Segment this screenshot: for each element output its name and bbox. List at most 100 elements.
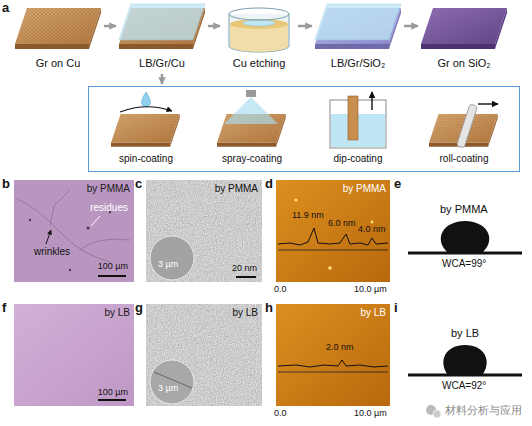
panel-letter: b (2, 176, 10, 192)
node-text: 3 µm (158, 259, 178, 270)
axis-label: 0.0 (274, 284, 287, 295)
process-arrow (104, 25, 116, 28)
sample-tile: LB/Gr/Cu (118, 2, 206, 72)
optical-image (14, 304, 134, 406)
scan-line (278, 250, 388, 251)
spray-nozzle (246, 90, 256, 97)
axis-label: 10.0 µm (354, 408, 387, 419)
wrinkle (80, 239, 130, 250)
scale-bar (98, 399, 126, 401)
watermark: 材料分析与应用 (445, 404, 522, 417)
residue (69, 269, 71, 271)
tem-image-panel: by PMMA 20 nm 3 µm (146, 180, 262, 282)
sample-tile: Gr on Cu (14, 2, 102, 72)
panel-letter: d (265, 176, 273, 192)
afm-image (276, 304, 390, 406)
residue (29, 219, 31, 221)
coating-step: spin-coating (96, 87, 196, 169)
residue (86, 226, 89, 229)
node-text: by LB (104, 307, 130, 319)
node-text: Gr on Cu (14, 57, 102, 70)
node-text: 2.0 nm (326, 342, 354, 353)
node-text: by LB (232, 307, 258, 319)
coating-methods-box: spin-coating spray-coating dip-coating roll… (88, 86, 520, 172)
panel-letter: g (135, 300, 143, 316)
afm-particle (294, 198, 297, 201)
roll-arrow (478, 103, 498, 104)
node-text: spray-coating (202, 153, 302, 165)
copper-tile (15, 8, 101, 49)
copper-tile (111, 114, 180, 147)
node-text: residues (90, 202, 128, 214)
afm-image-panel: by PMMA 11.9 nm 6.0 nm4.0 nm (276, 180, 390, 282)
coating-step: roll-coating (414, 87, 514, 169)
scale-bar (98, 275, 126, 277)
roller (456, 104, 477, 148)
axis-label: 10.0 µm (354, 284, 387, 295)
afm-particle (371, 221, 374, 224)
watermark-icon (433, 410, 441, 418)
etching-beaker: Cu etching (222, 2, 296, 72)
node-text: 20 nm (232, 263, 257, 274)
process-arrow (161, 74, 164, 84)
dip-plate (348, 96, 358, 140)
contact-angle: WCA=92° (442, 380, 486, 392)
node-text: 4.0 nm (358, 224, 386, 235)
afm-image (276, 180, 390, 282)
sample-tile: LB/Gr/SiO₂ (314, 2, 402, 72)
node-text: Gr on SiO₂ (420, 57, 508, 70)
tem-inset (150, 360, 194, 404)
scan-line (278, 372, 388, 373)
process-arrow (404, 25, 418, 28)
panel-letter: i (394, 300, 398, 316)
tem-inset (150, 236, 194, 280)
process-arrow (298, 25, 312, 28)
afm-particle (328, 266, 332, 270)
tem-image-panel: by LB 3 µm (146, 304, 262, 406)
panel-letter: c (135, 176, 142, 192)
coating-step: dip-coating (308, 87, 408, 169)
tem-image (146, 304, 262, 406)
spin-arrow (120, 107, 172, 112)
leader-line (91, 216, 100, 226)
panel-letter: h (265, 300, 273, 316)
sample-label: by LB (451, 327, 479, 340)
contact-angle: WCA=99° (442, 258, 486, 270)
node-text: by PMMA (87, 183, 130, 195)
node-text: 3 µm (158, 383, 178, 394)
node-text: by PMMA (343, 183, 386, 195)
node-text: by PMMA (215, 183, 258, 195)
tem-image (146, 180, 262, 282)
node-text: 11.9 nm (292, 210, 324, 221)
node-text: 100 µm (98, 387, 128, 398)
node-text: dip-coating (308, 153, 408, 165)
sample-tile: Gr on SiO₂ (420, 2, 508, 72)
lb-film (119, 4, 205, 40)
axis-label: 0.0 (274, 408, 287, 419)
panel-letter: f (2, 300, 6, 316)
node-text: by LB (360, 307, 386, 319)
node-text: LB/Gr/SiO₂ (314, 57, 402, 70)
wrinkle (50, 190, 70, 226)
water-droplet (441, 221, 490, 252)
node-text: wrinkles (34, 246, 70, 258)
lb-film (315, 4, 401, 40)
optical-image-panel: by LB 100 µm (14, 304, 134, 406)
panel-letter: a (2, 0, 9, 16)
water-droplet (443, 345, 486, 374)
panel-letter: e (394, 176, 401, 192)
leader-arrow (46, 230, 51, 244)
node-text: Cu etching (222, 57, 296, 70)
optical-image (14, 180, 134, 282)
process-arrow (208, 25, 220, 28)
node-text: 6.0 nm (328, 218, 356, 229)
graphene-tile (421, 8, 507, 49)
floating-film (243, 20, 275, 26)
node-text: roll-coating (414, 153, 514, 165)
spray-cone (224, 97, 278, 124)
node-text: LB/Gr/Cu (118, 57, 206, 70)
withdraw-arrow (371, 92, 372, 110)
node-text: spin-coating (96, 153, 196, 165)
node-text: 100 µm (98, 261, 128, 272)
sample-label: by PMMA (440, 203, 488, 216)
